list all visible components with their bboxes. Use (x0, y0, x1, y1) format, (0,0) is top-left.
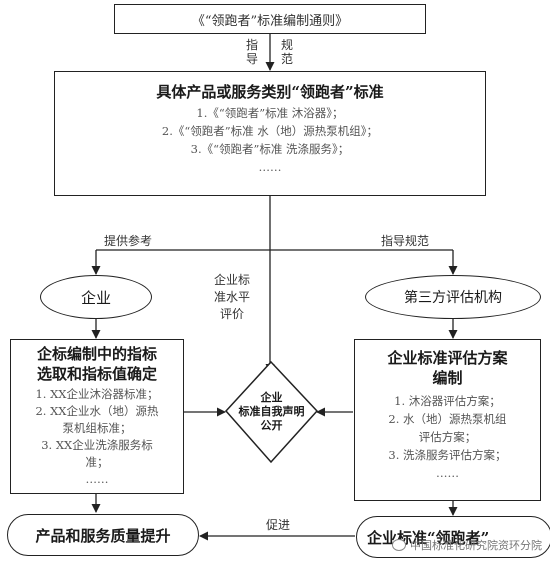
enterprise-standard-item: 1. XX企业沐浴器标准； (35, 387, 159, 401)
enterprise-label: 企业 (80, 288, 111, 307)
product-item: …… (258, 160, 282, 174)
evaluation-plan-item: 3. 洗涤服务评估方案； (388, 448, 507, 462)
enterprise-standard-title-line: 选取和指标值确定 (36, 365, 157, 383)
evaluation-plan-item: 2. 水（地）源热泵机组 (388, 412, 507, 426)
self-declaration-text: 企业 标准自我声明 公开 (238, 391, 305, 432)
enterprise-standard-item: 2. XX企业水（地）源热 (35, 404, 159, 418)
enterprise-standard-item: 准； (85, 455, 109, 469)
enterprise-standard-item: 3. XX企业洗涤服务标 (41, 438, 153, 452)
quality-improvement-label: 产品和服务质量提升 (35, 526, 171, 545)
enterprise-standard-item: 泵机组标准； (62, 421, 132, 435)
provide-reference-label: 提供参考 (104, 234, 153, 248)
evaluation-plan-title-line: 企业标准评估方案 (387, 349, 508, 367)
third-party-label: 第三方评估机构 (404, 290, 502, 306)
watermark: 中国标准化研究院资环分院 (392, 537, 542, 553)
wechat-icon (392, 539, 406, 551)
third-party-node: 第三方评估机构 (365, 275, 541, 319)
enterprise-node: 企业 (40, 275, 152, 319)
guide-label-col1: 指 导 (245, 38, 258, 66)
guide-label-col2: 规 范 (280, 38, 293, 66)
promote-label: 促进 (266, 518, 291, 532)
evaluation-plan-title-line: 编制 (432, 369, 463, 387)
enterprise-level-label: 企业标 准水平 评价 (214, 273, 251, 321)
product-standard-title: 具体产品或服务类别“领跑者”标准 (156, 83, 384, 101)
general-rules-title: 《“领跑者”标准编制通则》 (191, 13, 349, 29)
evaluation-plan-box: 企业标准评估方案 编制 1. 沐浴器评估方案； 2. 水（地）源热泵机组 评估方… (354, 339, 541, 501)
evaluation-plan-item: 评估方案； (418, 430, 477, 444)
product-item: 3.《“领跑者”标准 洗涤服务》； (190, 142, 350, 156)
enterprise-standard-title-line: 企标编制中的指标 (36, 345, 157, 363)
quality-improvement-node: 产品和服务质量提升 (7, 514, 199, 556)
evaluation-plan-item: …… (436, 466, 459, 480)
evaluation-plan-item: 1. 沐浴器评估方案； (394, 394, 501, 408)
enterprise-standard-item: …… (85, 472, 109, 486)
product-item: 1.《“领跑者”标准 沐浴器》； (196, 106, 344, 120)
product-standard-box: 具体产品或服务类别“领跑者”标准 1.《“领跑者”标准 沐浴器》； 2.《“领跑… (54, 71, 486, 196)
decision-diamond (224, 360, 319, 464)
general-rules-box: 《“领跑者”标准编制通则》 (114, 4, 426, 34)
product-item: 2.《“领跑者”标准 水（地）源热泵机组》； (161, 124, 379, 138)
enterprise-standard-box: 企标编制中的指标 选取和指标值确定 1. XX企业沐浴器标准； 2. XX企业水… (10, 339, 184, 494)
frontrunner-node: 企业标准“领跑者” (356, 516, 550, 558)
guide-standard-label: 指导规范 (381, 234, 430, 248)
watermark-text: 中国标准化研究院资环分院 (410, 539, 542, 552)
